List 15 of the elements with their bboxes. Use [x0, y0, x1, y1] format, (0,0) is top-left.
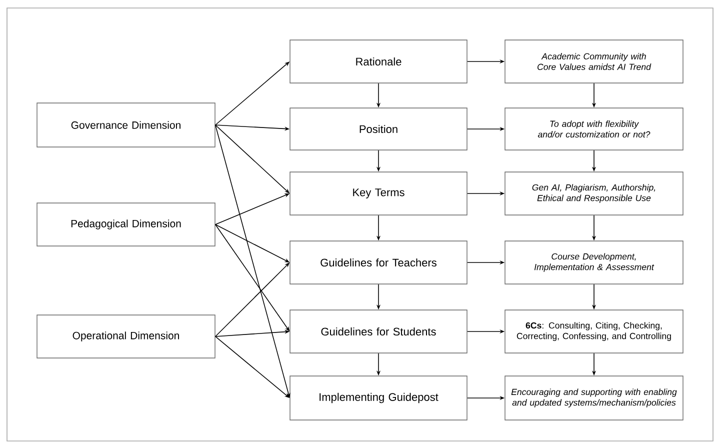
dimension-box: Operational Dimension	[36, 314, 216, 358]
section-box: Guidelines for Students	[290, 310, 468, 354]
description-box: Academic Community with Core Values amidst AI Trend	[504, 40, 684, 84]
dimension-box: Pedagogical Dimension	[36, 202, 216, 246]
description-box: 6Cs: Consulting, Citing, Checking, Correcting, Confessing, and Controlling	[504, 310, 684, 354]
description-box: To adopt with flexibility and/or customization or not?	[504, 108, 684, 150]
section-box: Rationale	[290, 40, 468, 84]
section-box: Position	[290, 108, 468, 150]
dimension-box: Governance Dimension	[36, 102, 216, 148]
section-box: Guidelines for Teachers	[290, 240, 468, 284]
section-box: Key Terms	[290, 172, 468, 216]
description-box: Gen AI, Plagiarism, Authorship, Ethical and Responsible Use	[504, 172, 684, 216]
section-box: Implementing Guidepost	[290, 376, 468, 420]
description-box: Encouraging and supporting with enabling and updated systems/mechanism/policies	[504, 376, 684, 420]
description-box: Course Development, Implementation & Assessment	[504, 240, 684, 284]
